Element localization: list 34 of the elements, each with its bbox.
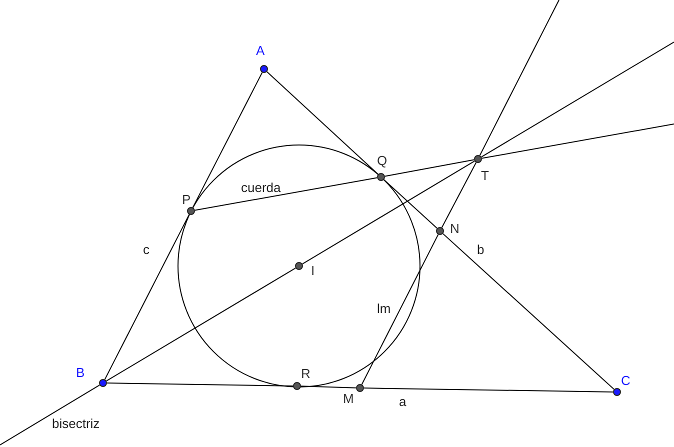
line-segment — [480, 42, 674, 158]
line-segment — [383, 179, 438, 229]
line-label: bisectriz — [52, 417, 100, 431]
line-label: b — [477, 243, 484, 257]
point-label: A — [256, 44, 265, 58]
point-label: T — [481, 169, 489, 183]
line-segment — [481, 124, 674, 159]
line-segment — [104, 214, 190, 380]
point-label: P — [182, 193, 191, 207]
line-segment — [300, 386, 356, 388]
point-label: I — [311, 264, 315, 278]
point-label: R — [301, 367, 310, 381]
line-segment — [106, 268, 296, 382]
line-label: lm — [377, 302, 391, 316]
line-segment — [441, 162, 477, 228]
line-label: a — [399, 395, 406, 409]
line-segment — [192, 72, 263, 208]
line-label: c — [143, 243, 150, 257]
line-segment — [266, 71, 379, 175]
point-label: B — [76, 366, 85, 380]
line-segment — [302, 160, 476, 264]
point-label: N — [450, 222, 460, 236]
point-label: M — [343, 392, 354, 406]
point-label: Q — [377, 154, 388, 168]
line-segment — [479, 0, 560, 156]
line-segment — [0, 384, 100, 446]
line-segment — [384, 159, 475, 177]
line-segment — [106, 382, 294, 386]
line-segment — [361, 234, 439, 385]
line-label: cuerda — [241, 181, 281, 195]
point-label: C — [621, 374, 630, 388]
line-segment — [364, 388, 614, 392]
line-segment — [442, 233, 615, 390]
line-segment — [194, 177, 378, 211]
